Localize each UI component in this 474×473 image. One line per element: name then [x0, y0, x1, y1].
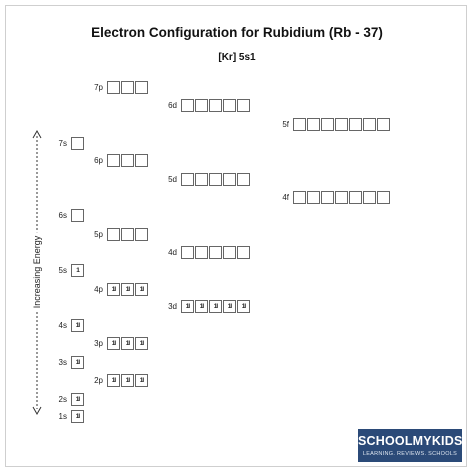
orbital-label: 6d	[168, 101, 177, 110]
orbital-box	[209, 99, 222, 112]
orbital-box: 1l	[237, 300, 250, 313]
orbital-label: 7s	[58, 139, 67, 148]
orbital-box: 1l	[195, 300, 208, 313]
orbital-label: 6p	[94, 156, 103, 165]
orbital-box	[377, 191, 390, 204]
orbital-box: 1l	[71, 410, 84, 423]
orbital-box	[293, 118, 306, 131]
orbital-box	[209, 246, 222, 259]
orbital-label: 4p	[94, 285, 103, 294]
orbital-label: 5d	[168, 175, 177, 184]
orbital-box	[349, 191, 362, 204]
logo-name: SCHOOLMYKIDS	[358, 434, 463, 448]
orbital-box: 1l	[135, 374, 148, 387]
diagram-frame	[5, 5, 467, 467]
orbital-label: 2p	[94, 376, 103, 385]
orbital-box	[121, 81, 134, 94]
orbital-box	[181, 246, 194, 259]
orbital-box: 1l	[121, 283, 134, 296]
orbital-box: 1l	[107, 337, 120, 350]
orbital-label: 3s	[58, 358, 67, 367]
orbital-box	[223, 99, 236, 112]
orbital-label: 3d	[168, 302, 177, 311]
orbital-box	[349, 118, 362, 131]
orbital-box	[223, 173, 236, 186]
orbital-box: 1l	[121, 374, 134, 387]
orbital-box	[307, 191, 320, 204]
orbital-label: 4d	[168, 248, 177, 257]
orbital-box	[237, 246, 250, 259]
orbital-label: 3p	[94, 339, 103, 348]
orbital-box	[107, 81, 120, 94]
orbital-box	[377, 118, 390, 131]
orbital-box	[71, 209, 84, 222]
orbital-box	[135, 228, 148, 241]
orbital-box	[335, 118, 348, 131]
orbital-label: 4s	[58, 321, 67, 330]
orbital-box: 1l	[107, 374, 120, 387]
orbital-box	[237, 173, 250, 186]
orbital-label: 5f	[282, 120, 289, 129]
orbital-box: 1l	[71, 319, 84, 332]
orbital-box	[223, 246, 236, 259]
orbital-box	[71, 137, 84, 150]
orbital-box: 1l	[209, 300, 222, 313]
orbital-box	[121, 228, 134, 241]
orbital-box	[181, 173, 194, 186]
orbital-box	[363, 191, 376, 204]
orbital-box	[135, 81, 148, 94]
schoolmykids-logo: SCHOOLMYKIDS LEARNING. REVIEWS. SCHOOLS	[358, 429, 462, 462]
orbital-box	[209, 173, 222, 186]
orbital-box	[121, 154, 134, 167]
orbital-box	[107, 154, 120, 167]
orbital-box: 1l	[71, 356, 84, 369]
orbital-box	[293, 191, 306, 204]
orbital-label: 4f	[282, 193, 289, 202]
orbital-box: 1l	[181, 300, 194, 313]
orbital-box	[195, 173, 208, 186]
orbital-box: 1l	[107, 283, 120, 296]
orbital-box	[307, 118, 320, 131]
orbital-label: 5p	[94, 230, 103, 239]
orbital-box: 1l	[223, 300, 236, 313]
diagram-title: Electron Configuration for Rubidium (Rb …	[91, 25, 383, 40]
orbital-box: 1l	[121, 337, 134, 350]
orbital-label: 2s	[58, 395, 67, 404]
orbital-label: 5s	[58, 266, 67, 275]
orbital-box	[363, 118, 376, 131]
orbital-box	[135, 154, 148, 167]
orbital-label: 1s	[58, 412, 67, 421]
orbital-box	[335, 191, 348, 204]
orbital-box: 1l	[71, 393, 84, 406]
orbital-box	[181, 99, 194, 112]
logo-tagline: LEARNING. REVIEWS. SCHOOLS	[362, 451, 458, 457]
orbital-label: 6s	[58, 211, 67, 220]
orbital-box: 1l	[135, 283, 148, 296]
orbital-box	[195, 246, 208, 259]
electron-configuration: [Kr] 5s1	[218, 52, 256, 63]
orbital-label: 7p	[94, 83, 103, 92]
orbital-box: 1	[71, 264, 84, 277]
orbital-box	[237, 99, 250, 112]
orbital-box: 1l	[135, 337, 148, 350]
orbital-box	[195, 99, 208, 112]
orbital-box	[321, 191, 334, 204]
orbital-box	[321, 118, 334, 131]
orbital-box	[107, 228, 120, 241]
